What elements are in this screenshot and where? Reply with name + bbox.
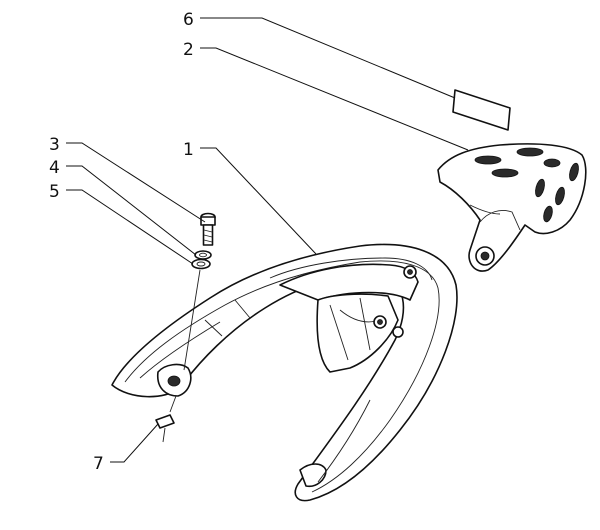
callout-5: 5 — [49, 182, 60, 202]
leader-2 — [200, 47, 469, 151]
leader-5 — [66, 189, 194, 265]
callout-2: 2 — [183, 40, 194, 60]
leader-lines — [66, 17, 469, 463]
callout-3: 3 — [49, 135, 60, 155]
callout-4: 4 — [49, 158, 60, 178]
part-5-flat-washer — [191, 258, 211, 270]
part-2-carrier-plate — [437, 143, 587, 272]
leader-4 — [66, 165, 197, 256]
clip-assembly-axis — [169, 395, 177, 413]
part-1-rear-carrier-frame — [111, 243, 458, 502]
leader-1 — [200, 147, 317, 255]
callout-6: 6 — [183, 10, 194, 30]
part-7-clip — [155, 414, 175, 443]
part-3-bolt — [200, 212, 216, 246]
callout-7: 7 — [93, 454, 104, 474]
callout-1: 1 — [183, 140, 194, 160]
leader-3 — [66, 142, 206, 223]
part-6-plate — [452, 89, 511, 131]
part-4-lock-washer — [194, 250, 212, 260]
leader-7 — [110, 423, 159, 463]
bolt-assembly-axis — [183, 269, 201, 371]
callout-labels: 6 2 3 4 5 1 7 — [49, 10, 194, 474]
leader-6 — [200, 17, 456, 99]
